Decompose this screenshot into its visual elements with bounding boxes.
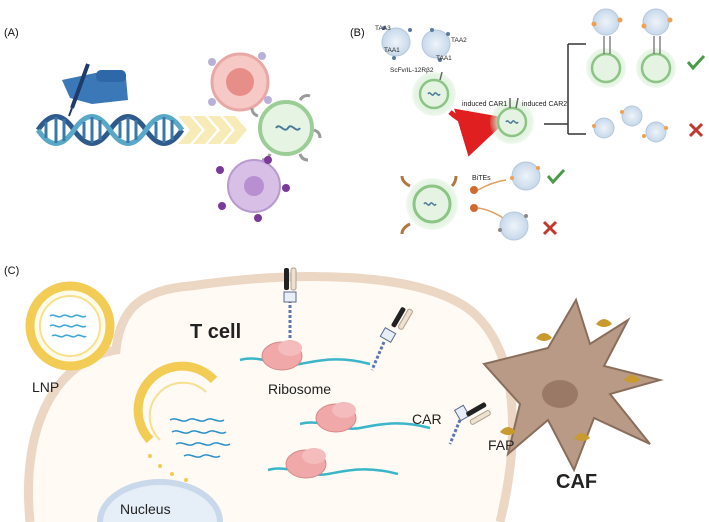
ribosome-3 <box>267 448 399 479</box>
engineered-t-cell <box>412 71 456 116</box>
dna-helix-icon <box>35 114 185 146</box>
fap-label: FAP <box>488 437 514 453</box>
ribosome-label: Ribosome <box>268 381 331 397</box>
car-t-cell-icon <box>250 94 322 162</box>
hand-pen-icon <box>62 63 128 117</box>
nucleus-label: Nucleus <box>120 501 171 517</box>
bites-label: BiTEs <box>472 175 491 182</box>
purple-cell-icon <box>216 156 290 222</box>
chevron-arrows-icon <box>178 116 247 144</box>
car-label: CAR <box>412 411 442 427</box>
panel-c-label: (C) <box>4 265 19 277</box>
fap-molecules <box>500 319 640 441</box>
bite-t-cell <box>400 175 458 235</box>
lnp-label: LNP <box>32 379 59 395</box>
ribosome-1 <box>239 340 371 371</box>
induced-car2-label: induced CAR2 <box>522 101 567 108</box>
released-lnp <box>133 361 231 482</box>
car-receptor-3 <box>448 402 491 445</box>
caf-label: CAF <box>556 471 597 493</box>
antigen-cell-left <box>381 26 412 60</box>
induced-car-t-cell <box>490 97 534 144</box>
cross-icon-bottom <box>688 122 704 138</box>
car-receptor-2 <box>370 307 413 371</box>
panel-b-label: (B) <box>350 27 365 39</box>
panel-a-label: (A) <box>4 27 19 39</box>
car-receptor-1 <box>283 267 297 340</box>
bite-target-cell-bottom <box>498 211 529 241</box>
antigen-label-taa1-right: TAA1 <box>436 55 452 62</box>
bite-target-cell-top <box>510 161 541 191</box>
cross-icon-bites <box>542 220 558 236</box>
antigen-label-taa1-left: TAA1 <box>384 47 400 54</box>
caf-cell <box>482 297 664 473</box>
check-icon-bites <box>546 168 566 185</box>
nucleus <box>97 479 223 522</box>
panel-c: (C) LNP Nucl <box>4 265 664 522</box>
panel-b: (B) TAA3 TAA1 TAA2 TAA1 ScFv/IL-12Rβ2 <box>350 8 706 241</box>
receptor-label: ScFv/IL-12Rβ2 <box>390 67 434 74</box>
red-tumor-cell-icon <box>208 52 272 112</box>
panel-a: (A) <box>4 27 322 222</box>
antigen-cell-right <box>421 28 451 62</box>
antigen-label-taa2: TAA2 <box>451 37 467 44</box>
antigen-label-taa3: TAA3 <box>375 25 391 32</box>
induced-car1-label: induced CAR1 <box>462 101 507 108</box>
lnp-particle <box>25 281 115 371</box>
check-icon-top <box>686 54 706 71</box>
bite-molecules <box>470 179 507 221</box>
outcome-top-cells <box>586 8 676 88</box>
induction-arrow <box>448 108 510 157</box>
ribosome-2 <box>299 402 431 433</box>
outcome-bottom-cells <box>592 105 668 143</box>
t-cell-label: T cell <box>190 321 241 343</box>
outcome-bracket <box>544 43 586 135</box>
